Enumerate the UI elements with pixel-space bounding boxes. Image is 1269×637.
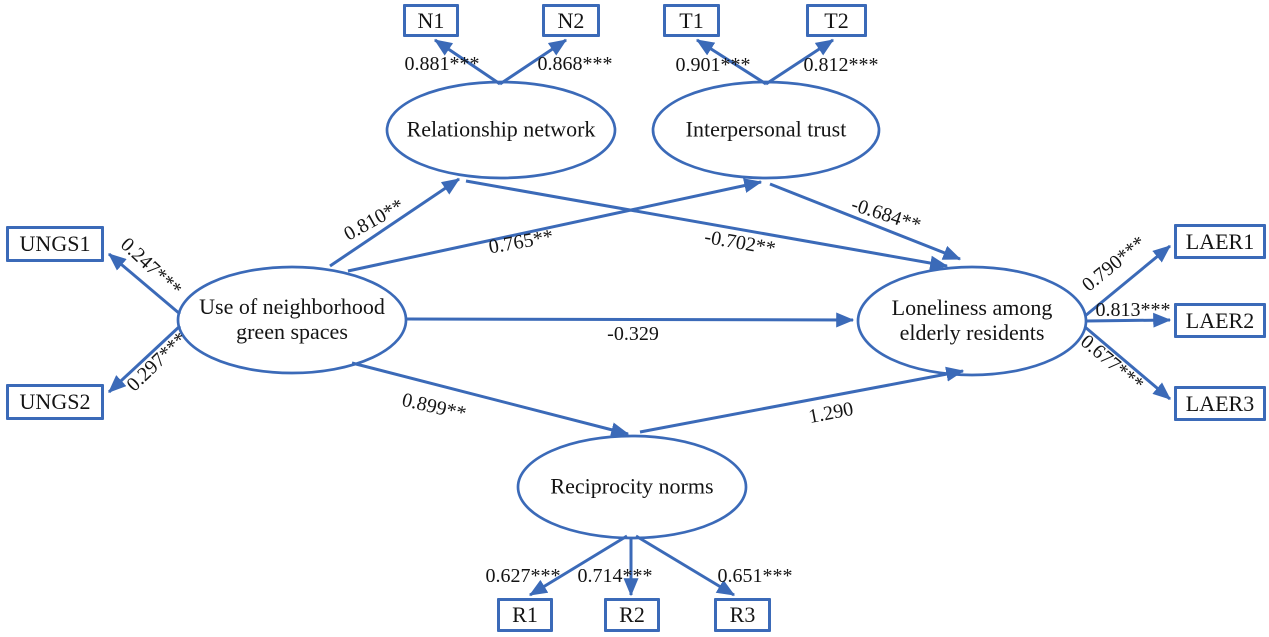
loading-label-n1: 0.881*** <box>404 53 480 75</box>
observed-box-t1: T1 <box>663 4 720 37</box>
path-ungs-to-rn <box>329 177 460 268</box>
edge-it-to-t2 <box>765 38 835 86</box>
observed-box-r2: R2 <box>604 598 660 632</box>
observed-box-laer1: LAER1 <box>1174 224 1266 259</box>
edge-ungs-to-ungs2 <box>107 324 182 394</box>
latent-label-loneliness-among-elderly-residents: Loneliness among elderly residents <box>891 295 1053 345</box>
observed-box-n1: N1 <box>403 4 459 37</box>
observed-box-laer3: LAER3 <box>1174 386 1266 421</box>
loading-label-t2: 0.812*** <box>803 54 879 76</box>
edge-lon-to-laer3 <box>1084 325 1171 401</box>
edge-rn-to-n1 <box>434 38 501 86</box>
path-ungs-to-rcp <box>351 361 630 438</box>
edge-rcp-to-r1 <box>528 534 628 597</box>
loading-label-r1: 0.627*** <box>485 565 561 587</box>
observed-box-t2: T2 <box>806 4 867 37</box>
loading-label-r3: 0.651*** <box>717 565 793 587</box>
edge-ungs-to-ungs1 <box>108 252 181 316</box>
latent-label-interpersonal-trust: Interpersonal trust <box>685 116 847 142</box>
observed-box-laer2: LAER2 <box>1174 303 1266 338</box>
path-it-to-lon <box>769 182 962 261</box>
loading-label-laer2: 0.813*** <box>1095 299 1171 321</box>
path-rcp-to-lon <box>639 366 965 434</box>
observed-box-ungs2: UNGS2 <box>6 384 104 420</box>
path-label-ungs-lon: -0.329 <box>607 323 659 345</box>
loading-label-r2: 0.714*** <box>577 565 653 587</box>
edge-rcp-to-r3 <box>635 534 736 597</box>
edge-lon-to-laer2 <box>1085 312 1172 328</box>
edge-lon-to-laer1 <box>1084 244 1171 318</box>
observed-box-r3: R3 <box>714 598 771 632</box>
edge-rn-to-n2 <box>499 38 567 86</box>
path-ungs-to-it <box>347 178 763 273</box>
latent-label-use-of-neighborhood-green-spaces: Use of neighborhood green spaces <box>199 294 385 344</box>
path-rn-to-lon <box>465 179 949 271</box>
latent-ellipse-interpersonal-trust <box>651 80 881 180</box>
observed-box-r1: R1 <box>497 598 553 632</box>
latent-ellipse-use-of-neighborhood-green-spaces <box>176 265 408 375</box>
loading-label-n2: 0.868*** <box>537 53 613 75</box>
observed-box-ungs1: UNGS1 <box>6 226 104 262</box>
observed-box-n2: N2 <box>542 4 600 37</box>
edge-it-to-t1 <box>695 38 767 86</box>
latent-label-relationship-network: Relationship network <box>406 116 596 142</box>
path-ungs-to-lon <box>406 312 855 328</box>
loading-label-t1: 0.901*** <box>675 54 751 76</box>
latent-label-reciprocity-norms: Reciprocity norms <box>550 473 714 499</box>
